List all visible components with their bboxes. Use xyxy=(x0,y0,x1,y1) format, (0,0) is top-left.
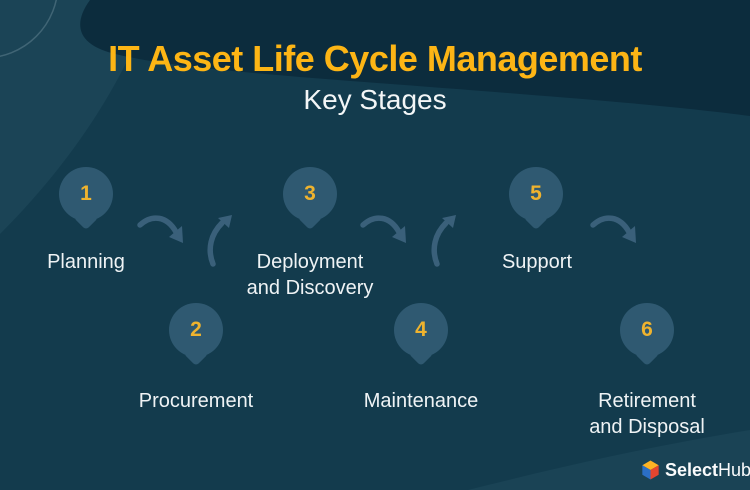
page-title: IT Asset Life Cycle Management xyxy=(108,38,642,79)
curved-arrow-down-icon xyxy=(590,215,636,243)
selecthub-cube-icon xyxy=(642,460,659,480)
page-subtitle: Key Stages xyxy=(303,84,447,115)
logo-text-hub: Hub xyxy=(718,459,750,480)
curved-arrow-up-icon xyxy=(431,215,456,267)
curved-arrow-up-icon xyxy=(207,215,232,267)
stage-6-number: 6 xyxy=(641,318,653,341)
selecthub-logo: SelectHub xyxy=(641,459,750,481)
curved-arrow-down-icon xyxy=(360,215,406,243)
stage-5-marker: 5 xyxy=(509,167,563,221)
stage-3-marker: 3 xyxy=(283,167,337,221)
stage-1-marker: 1 xyxy=(59,167,113,221)
stage-3-number: 3 xyxy=(304,182,316,205)
stage-6-marker: 6 xyxy=(620,303,674,357)
stage-4-number: 4 xyxy=(415,318,427,341)
logo-text-select: Select xyxy=(665,459,719,480)
stage-2-label: Procurement xyxy=(138,390,254,412)
stage-5-label: Support xyxy=(501,251,573,273)
stage-4-marker: 4 xyxy=(394,303,448,357)
logo-text: SelectHub xyxy=(665,460,750,481)
stage-4-label: Maintenance xyxy=(363,390,479,412)
curved-arrow-down-icon xyxy=(137,215,183,243)
stage-5-number: 5 xyxy=(530,182,542,205)
stage-2-marker: 2 xyxy=(169,303,223,357)
stage-2-number: 2 xyxy=(190,318,202,341)
stage-1-label: Planning xyxy=(47,251,125,273)
stage-1-number: 1 xyxy=(80,182,92,205)
